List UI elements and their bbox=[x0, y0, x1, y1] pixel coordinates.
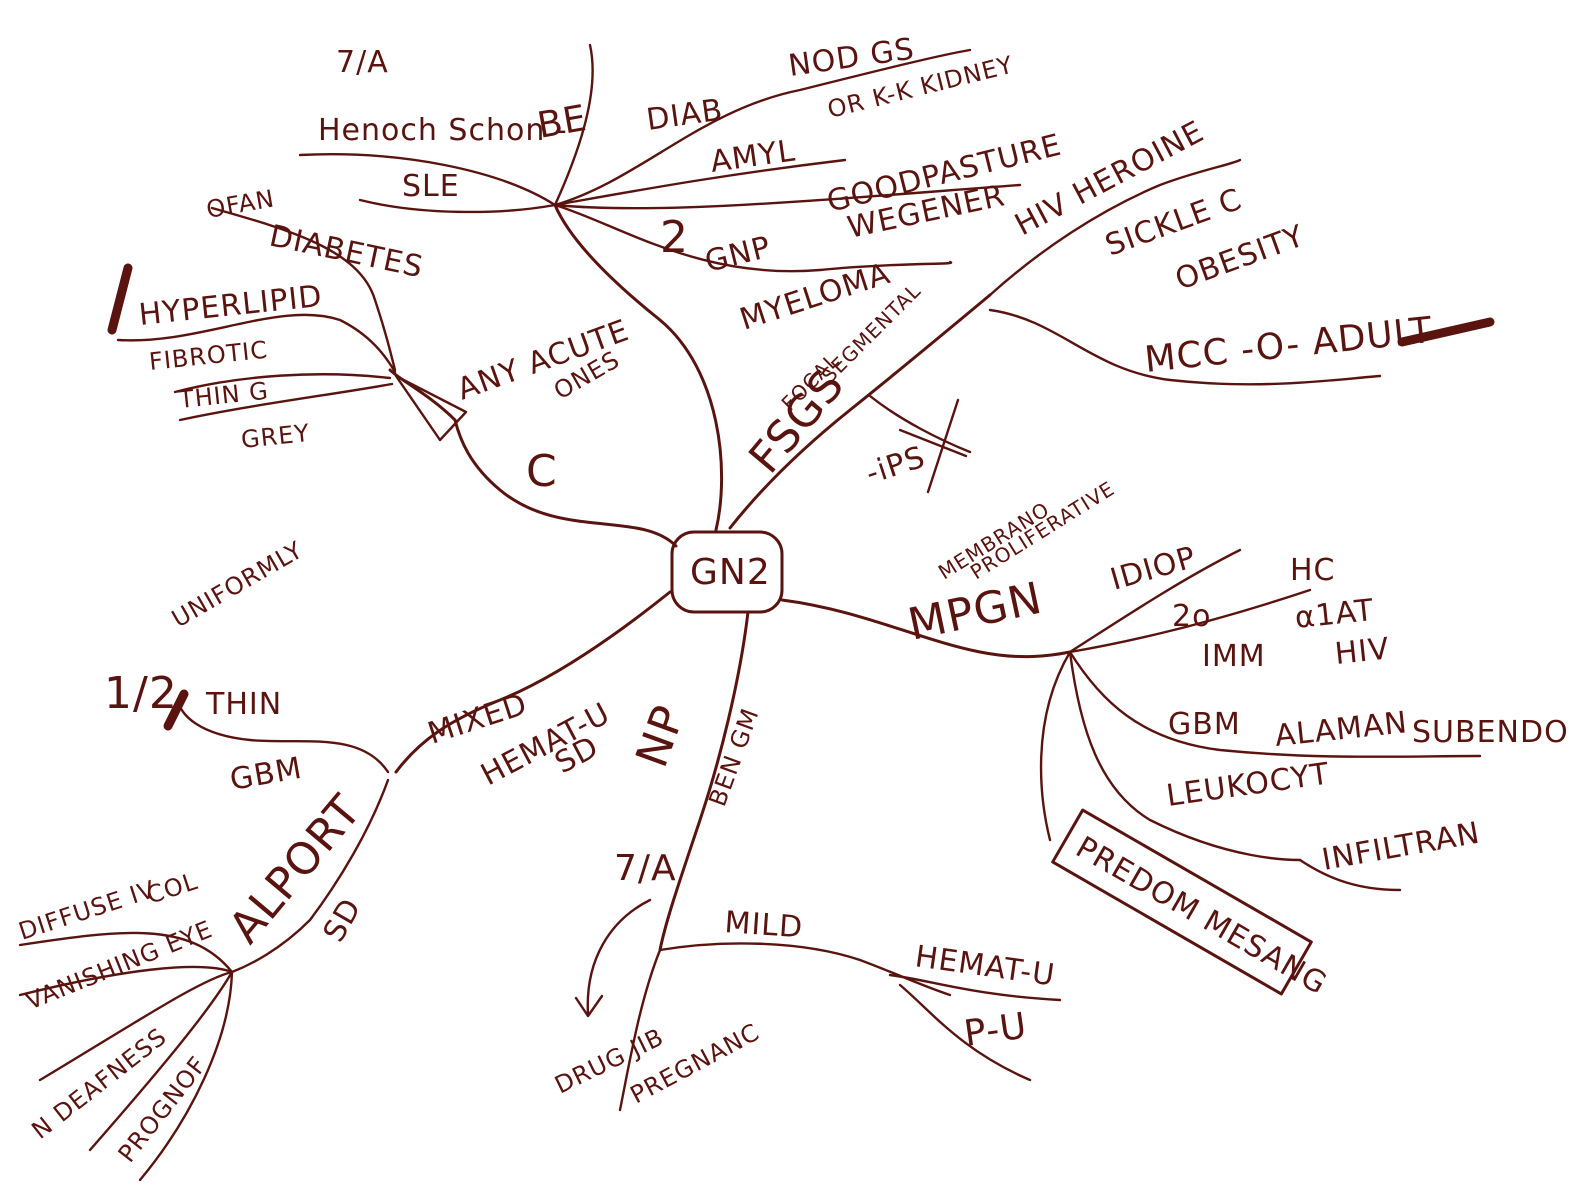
connector-line bbox=[394, 590, 672, 774]
label-7a-top: 7/A bbox=[336, 45, 389, 80]
label-thin-g: THIN G bbox=[177, 377, 270, 414]
connector-line bbox=[176, 698, 390, 774]
arrow-icon bbox=[394, 374, 468, 442]
connector-line bbox=[658, 942, 952, 997]
connector-line bbox=[898, 983, 1032, 1082]
connector-line bbox=[553, 158, 847, 207]
branch-be: BE 7/A Henoch Schon - SLE DIAB NOD GS OR… bbox=[298, 32, 1065, 532]
label-gbm-left: GBM bbox=[227, 751, 305, 798]
label-mild: MILD bbox=[723, 905, 804, 945]
label-7a-bottom: 7/A bbox=[614, 848, 677, 889]
arrow-head-icon bbox=[574, 994, 604, 1018]
label-grey: GREY bbox=[240, 419, 312, 454]
center-node-box bbox=[670, 530, 784, 614]
connector-line bbox=[1068, 650, 1302, 862]
label-ofan: OFAN bbox=[204, 184, 277, 224]
label-predom-mesang: PREDOM MESANG bbox=[1070, 830, 1333, 1002]
connector-line bbox=[868, 394, 972, 454]
connector-line bbox=[1068, 588, 1312, 654]
label-fibrotic: FIBROTIC bbox=[148, 336, 270, 376]
connector-line bbox=[230, 778, 390, 974]
label-hemat-u-bottom: HEMAT-U bbox=[913, 939, 1057, 993]
cross-out-mark bbox=[898, 398, 968, 494]
center-node: GN2 bbox=[670, 530, 784, 614]
emphasis-bar bbox=[107, 263, 133, 335]
label-mpgn: MPGN bbox=[904, 573, 1047, 651]
connector-line bbox=[988, 308, 1382, 386]
label-c: C bbox=[526, 446, 558, 497]
label-leukocyte: LEUKOCYT bbox=[1164, 756, 1332, 814]
label-diabetes: DIABETES bbox=[266, 219, 426, 286]
branch-acute: OFAN DIABETES HYPERLIPID FIBROTIC THIN G… bbox=[107, 184, 678, 548]
connector-line bbox=[116, 313, 397, 374]
connector-line bbox=[88, 970, 234, 1152]
label-mcc-adult: MCC -O- ADULT bbox=[1143, 310, 1435, 381]
connector-line bbox=[138, 970, 234, 1182]
label-hiv-right: HIV bbox=[1333, 631, 1391, 672]
label-alaman: ALAMAN bbox=[1273, 705, 1409, 754]
connector-line bbox=[173, 373, 392, 394]
label-p-u: P-U bbox=[962, 1006, 1030, 1055]
emphasis-bar bbox=[163, 689, 189, 731]
connector-line bbox=[1298, 858, 1402, 892]
label-hc: HC bbox=[1290, 553, 1336, 588]
connector-line bbox=[553, 183, 1022, 210]
label-idiop: IDIOP bbox=[1107, 540, 1201, 598]
connector-line bbox=[553, 203, 953, 273]
label-amyl: AMYL bbox=[708, 133, 797, 180]
connector-line bbox=[453, 418, 678, 548]
label-half: 1/2 bbox=[104, 668, 178, 719]
connector-line bbox=[1068, 650, 1482, 758]
connector-line bbox=[553, 43, 594, 207]
label-subendo: SUBENDO bbox=[1412, 715, 1569, 750]
label-be: BE bbox=[534, 98, 590, 147]
connector-line bbox=[553, 48, 972, 207]
connector-line bbox=[18, 931, 234, 974]
label-sle: SLE bbox=[402, 169, 460, 204]
connector-line bbox=[388, 368, 457, 422]
label-gbm-right: GBM bbox=[1168, 707, 1241, 742]
label-infiltration: INFILTRAN bbox=[1319, 816, 1483, 878]
connector-line bbox=[38, 970, 234, 1082]
arrow-line bbox=[586, 898, 652, 1016]
label-gnp: GNP bbox=[701, 230, 774, 280]
label-ben-gm: BEN GM bbox=[703, 704, 764, 810]
label-alpha1at: α1AT bbox=[1293, 593, 1376, 636]
connector-line bbox=[553, 203, 724, 532]
connector-line bbox=[728, 293, 992, 530]
label-2: 2 bbox=[660, 212, 689, 263]
connector-line bbox=[210, 206, 397, 372]
connector-line bbox=[780, 598, 1072, 659]
connector-line bbox=[18, 965, 234, 997]
label-np: NP bbox=[626, 699, 695, 774]
connector-line bbox=[618, 948, 662, 1112]
connector-line bbox=[888, 973, 1062, 1002]
label-uniformly: UNIFORMLY bbox=[167, 536, 308, 634]
label-imm: IMM bbox=[1202, 639, 1266, 674]
label-ips-crossed: -iPS bbox=[862, 440, 930, 492]
connector-line bbox=[1039, 650, 1072, 842]
label-thin: THIN bbox=[205, 687, 282, 722]
connector-line bbox=[658, 610, 750, 952]
branch-np: NP BEN GM 7/A MILD HEMAT-U P-U DRUG JIB … bbox=[550, 610, 1062, 1112]
center-node-label: GN2 bbox=[690, 552, 771, 593]
connector-line bbox=[358, 198, 557, 214]
connector-line bbox=[988, 158, 1242, 297]
label-diab: DIAB bbox=[644, 93, 725, 138]
underline-adult bbox=[1397, 317, 1495, 347]
connector-line bbox=[1068, 548, 1242, 654]
label-col: COL bbox=[143, 867, 201, 910]
label-henoch: Henoch Schon - bbox=[318, 113, 568, 148]
branch-fsgs: HIV HEROINE SICKLE C OBESITY FOCAL SEGME… bbox=[728, 114, 1495, 530]
connector-line bbox=[178, 382, 394, 422]
branch-mpgn: MEMBRANO PROLIFERATIVE MPGN IDIOP 2o HC … bbox=[780, 476, 1569, 1002]
label-2o: 2o bbox=[1172, 599, 1211, 634]
connector-line bbox=[298, 153, 557, 207]
predom-mesang-frame bbox=[1051, 808, 1313, 996]
